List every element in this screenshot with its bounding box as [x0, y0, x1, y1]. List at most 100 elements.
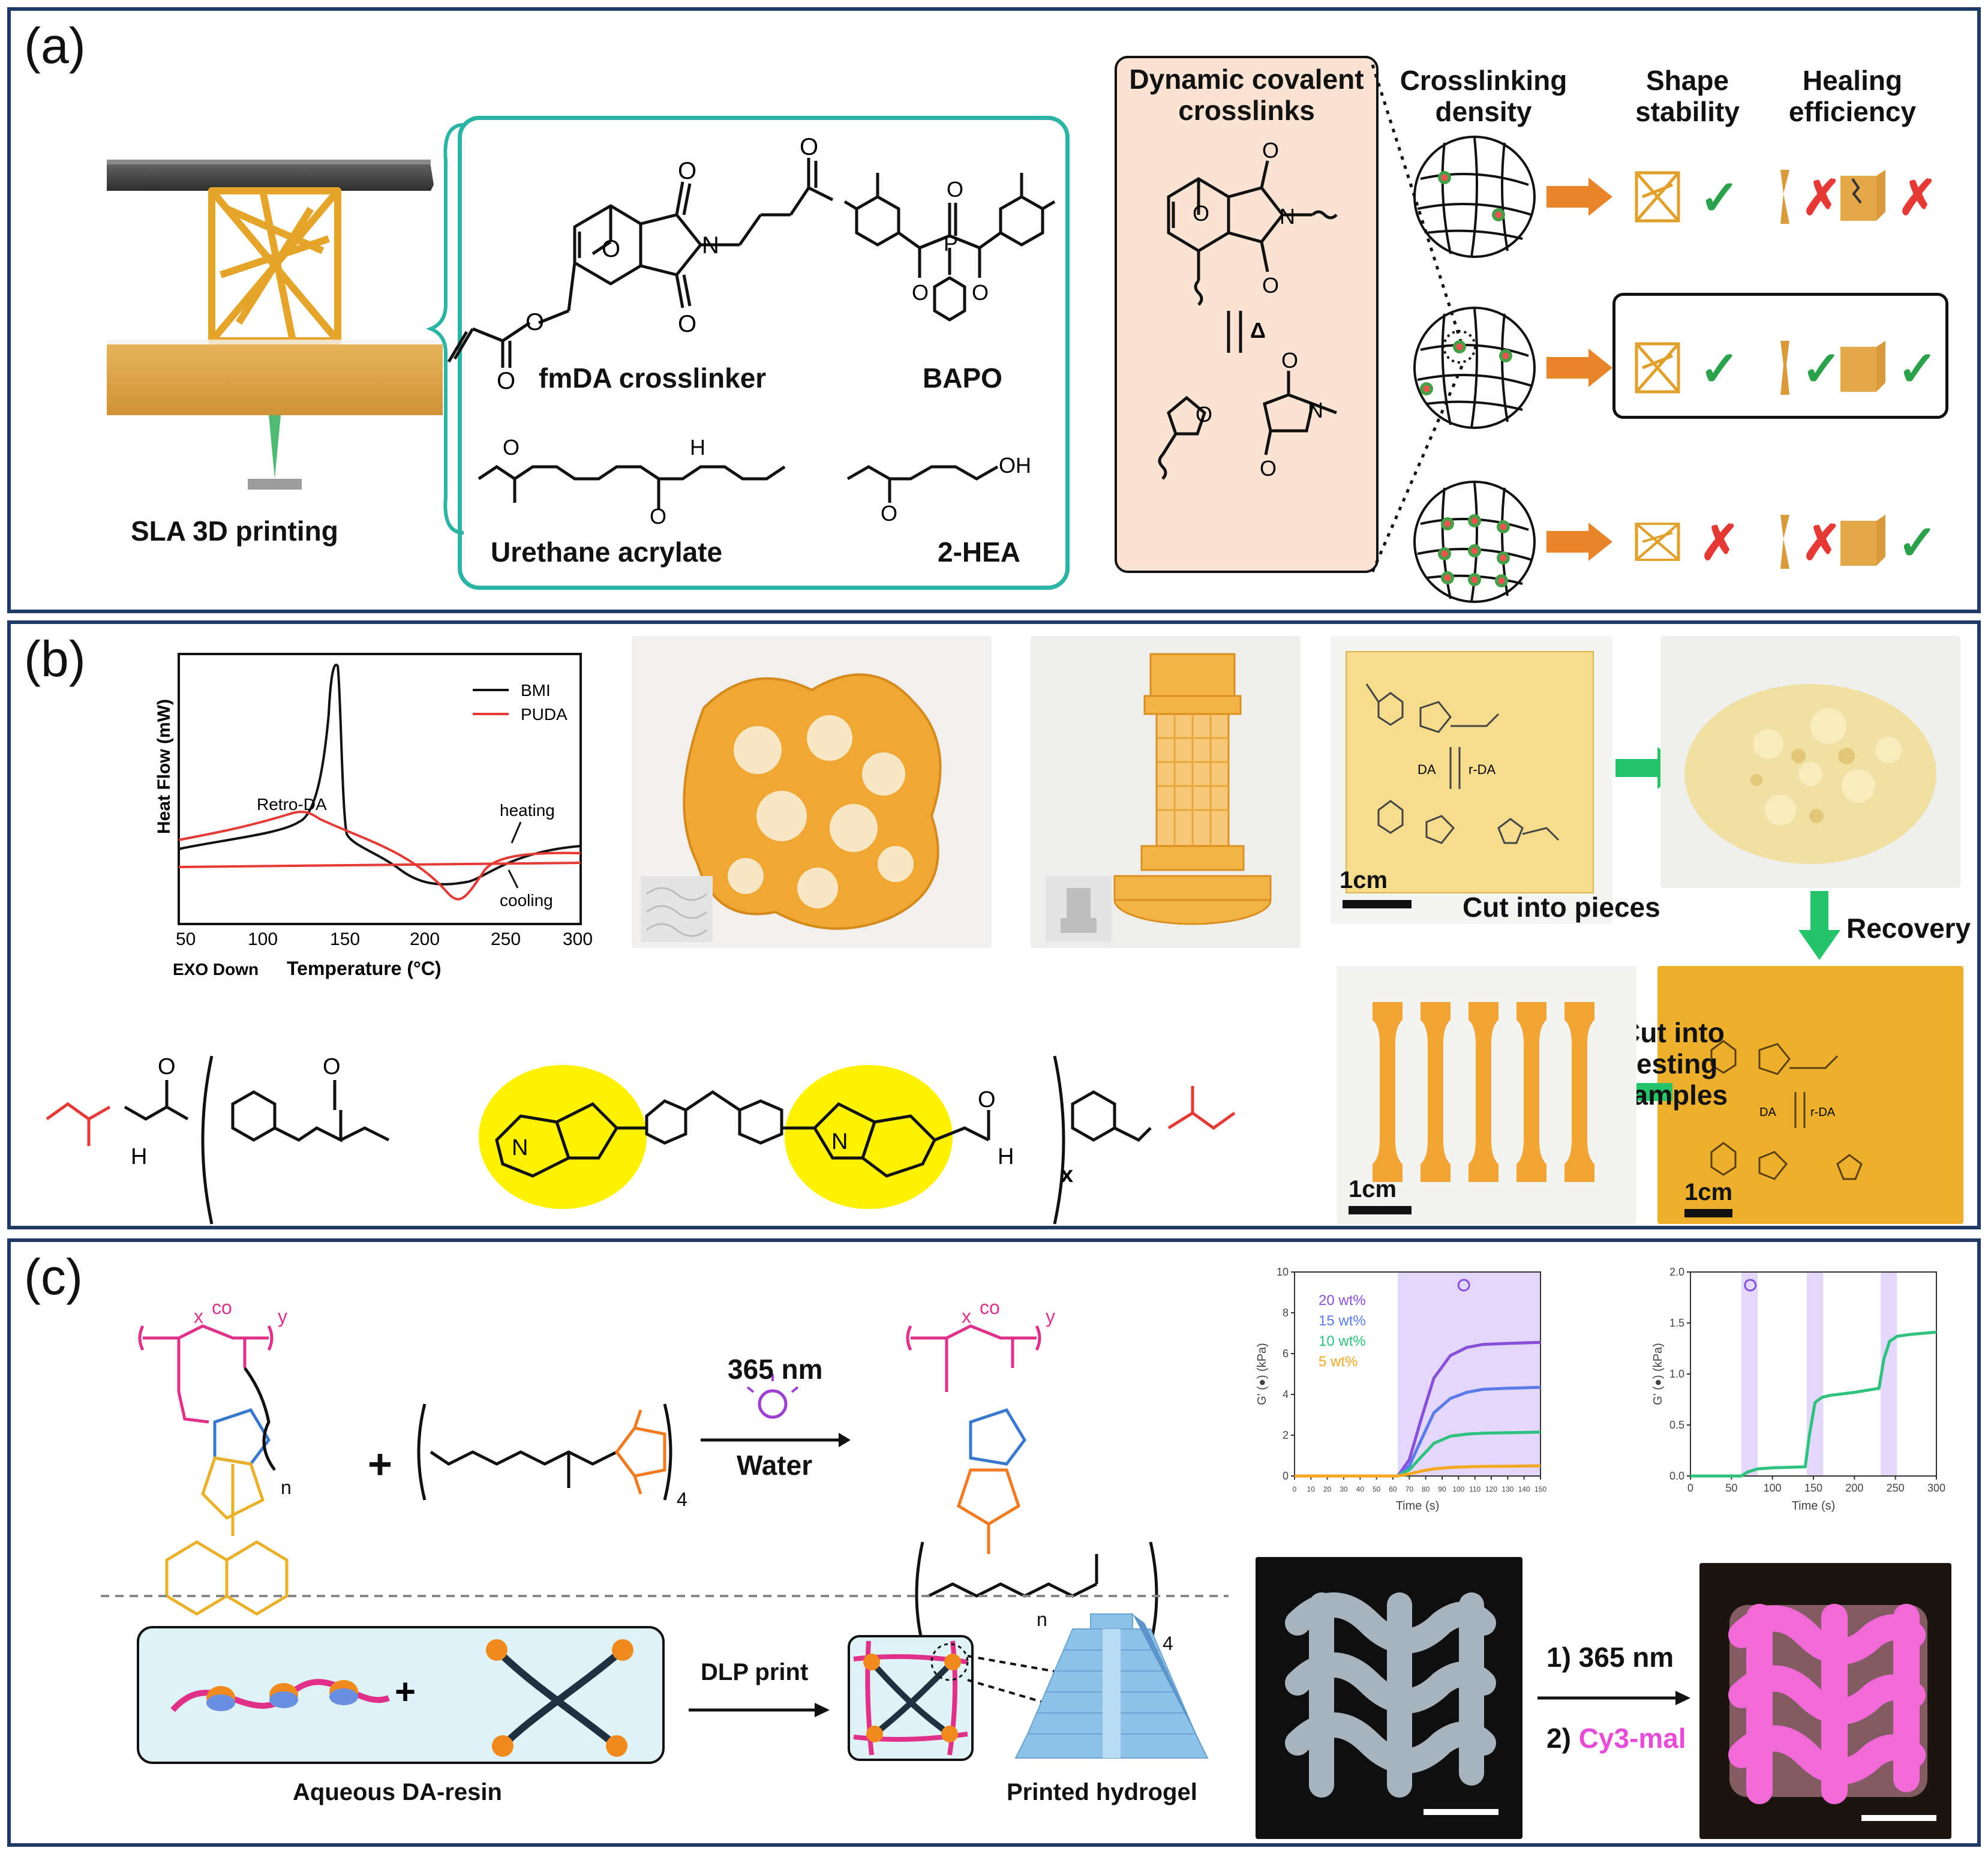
samples-photo: 1cm [1337, 966, 1636, 1224]
row1-shape-mark: ✓ [1699, 171, 1740, 224]
y-tick-label: 4 [1283, 1388, 1289, 1400]
recovered-rda-label: r-DA [1810, 1106, 1836, 1119]
legend-entry: 5 wt% [1319, 1354, 1358, 1370]
x-tick-label: 20 [1323, 1485, 1332, 1493]
svg-text:O: O [1196, 402, 1212, 427]
x-tick-label: 120 [1485, 1485, 1497, 1493]
x-subscript: x [1061, 1162, 1073, 1187]
zoom-lines [1371, 64, 1464, 572]
dsc-tick-50: 50 [176, 929, 196, 949]
x-axis-label: Time (s) [1792, 1499, 1836, 1513]
sub-4-a: 4 [677, 1489, 687, 1510]
h-atom-left: H [131, 1144, 147, 1169]
legend-bmi: BMI [521, 681, 551, 700]
product-co-label: co [980, 1297, 1000, 1318]
svg-text:O: O [972, 280, 989, 305]
x-tick-label: 0 [1687, 1482, 1693, 1494]
sheet-da-label: DA [1418, 762, 1436, 777]
y-tick-label: 2 [1283, 1429, 1289, 1441]
svg-text:O: O [1281, 348, 1298, 373]
y-tick-label: 8 [1283, 1307, 1289, 1319]
svg-text:O: O [1260, 456, 1277, 481]
step2-prefix: 2) [1546, 1723, 1579, 1754]
x-tick-label: 300 [1927, 1482, 1945, 1494]
puda-structure: O O O N N H H x [46, 1054, 1236, 1225]
x-tick-label: 50 [1725, 1482, 1737, 1494]
sla-printer-illustration [107, 160, 443, 490]
dsc-plot: BMI PUDA Retro-DA heating cooling 50 100… [154, 653, 593, 979]
row2-shape-mark: ✓ [1699, 342, 1740, 395]
plus-sign-2: + [395, 1672, 416, 1712]
dsc-tick-300: 300 [563, 929, 593, 949]
dsc-ylabel: Heat Flow (mW) [154, 699, 174, 834]
series-line-data [1690, 1330, 1937, 1478]
panel-label: (b) [24, 631, 86, 687]
sub-n: n [281, 1477, 292, 1498]
svg-text:P: P [944, 231, 958, 256]
svg-text:O: O [1262, 138, 1279, 163]
x-tick-label: 140 [1518, 1485, 1530, 1493]
bapo-structure: O P O O [843, 173, 1056, 322]
row2-strip-mark: ✓ [1801, 342, 1842, 395]
product-sub-x: x [962, 1306, 971, 1327]
shaded-light-region [1881, 1272, 1897, 1476]
wavelength-label: 365 nm [728, 1354, 823, 1385]
n-atom-right: N [831, 1129, 848, 1154]
heating-label: heating [500, 801, 555, 820]
dlp-arrow [689, 1703, 830, 1717]
curly-brace [425, 123, 464, 535]
x-tick-label: 0 [1293, 1485, 1297, 1493]
printing-caption: SLA 3D printing [131, 515, 338, 547]
sub-x: x [194, 1306, 203, 1327]
y-tick-label: 0.0 [1669, 1470, 1684, 1482]
cut-pieces-label: Cut into pieces [1463, 892, 1660, 923]
x-tick-label: 250 [1887, 1482, 1905, 1494]
crosslinks-title: Dynamic covalent crosslinks [1129, 64, 1364, 126]
hea-label: 2-HEA [938, 536, 1021, 568]
dsc-tick-200: 200 [410, 929, 440, 949]
x-tick-label: 130 [1501, 1485, 1513, 1493]
panel-c: (c) x co y n + [7, 1238, 1981, 1847]
y-tick-label: 0 [1283, 1470, 1289, 1482]
dsc-xlabel: Temperature (°C) [287, 958, 442, 979]
fmda-structure: O O O N O O O [447, 134, 834, 394]
x-tick-label: 150 [1534, 1485, 1546, 1493]
bmi-curve [178, 664, 581, 886]
x-tick-label: 150 [1804, 1482, 1822, 1494]
y-tick-label: 2.0 [1669, 1266, 1684, 1278]
svg-text:O: O [1193, 201, 1209, 226]
x-tick-label: 40 [1356, 1485, 1365, 1493]
x-tick-label: 10 [1307, 1485, 1316, 1493]
x-tick-label: 100 [1452, 1485, 1464, 1493]
svg-text:O: O [158, 1054, 176, 1079]
y-tick-label: 10 [1277, 1266, 1289, 1278]
hydrogel-photo-before [1256, 1557, 1522, 1839]
panel-label: (c) [24, 1249, 83, 1305]
svg-text:O: O [602, 236, 620, 262]
network-illustration [853, 1640, 969, 1756]
col-density: Crosslinking density [1400, 65, 1567, 127]
svg-text:O: O [1262, 273, 1279, 298]
plus-sign-1: + [368, 1441, 392, 1487]
col-healing: Healing efficiency [1788, 65, 1917, 127]
optimal-row-box [1612, 293, 1948, 419]
x-tick-label: 90 [1438, 1485, 1446, 1493]
x-tick-label: 60 [1389, 1485, 1397, 1493]
atom-h: H [690, 435, 705, 460]
sub-y: y [278, 1306, 287, 1327]
svg-text:O: O [323, 1054, 341, 1079]
svg-text:O: O [978, 1087, 996, 1112]
svg-text:O: O [678, 311, 696, 337]
row1-strip-mark: ✗ [1801, 171, 1842, 224]
svg-text:O: O [881, 501, 897, 526]
series-line-10-wt- [1295, 1430, 1541, 1478]
gyroid-photo [632, 636, 992, 948]
dlp-label: DLP print [701, 1659, 809, 1685]
urethane-structure: O O H [478, 435, 786, 529]
pieces-photo [1660, 636, 1960, 888]
svg-text:O: O [800, 134, 818, 160]
step2-label: 2) Cy3-mal [1546, 1722, 1686, 1754]
product-sub-y: y [1046, 1306, 1055, 1327]
light-bulb-icon [1457, 1279, 1470, 1292]
y-tick-label: 6 [1283, 1348, 1289, 1360]
